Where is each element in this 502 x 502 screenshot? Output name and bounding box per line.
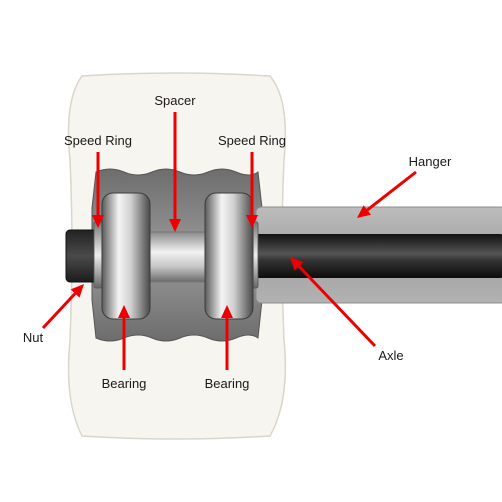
label-nut: Nut	[23, 330, 44, 345]
arrow-bearing-right	[221, 305, 233, 370]
spacer	[145, 231, 209, 283]
speed-ring-left	[93, 221, 103, 289]
arrow-bearing-left	[118, 305, 130, 370]
label-spacer: Spacer	[154, 93, 196, 108]
callout-arrows	[41, 112, 417, 370]
arrow-speed-ring-left	[92, 152, 104, 228]
label-speed-ring-right: Speed Ring	[218, 133, 286, 148]
bearing-left	[101, 192, 151, 320]
label-hanger: Hanger	[409, 154, 452, 169]
arrow-nut	[41, 284, 84, 330]
label-bearing-left: Bearing	[102, 376, 147, 391]
label-speed-ring-left: Speed Ring	[64, 133, 132, 148]
arrow-hanger	[357, 170, 417, 218]
label-bearing-right: Bearing	[205, 376, 250, 391]
label-axle: Axle	[378, 348, 403, 363]
bearing-right	[204, 192, 254, 320]
arrow-speed-ring-right	[246, 152, 258, 228]
arrow-spacer	[169, 112, 181, 232]
arrow-axle	[290, 257, 377, 348]
